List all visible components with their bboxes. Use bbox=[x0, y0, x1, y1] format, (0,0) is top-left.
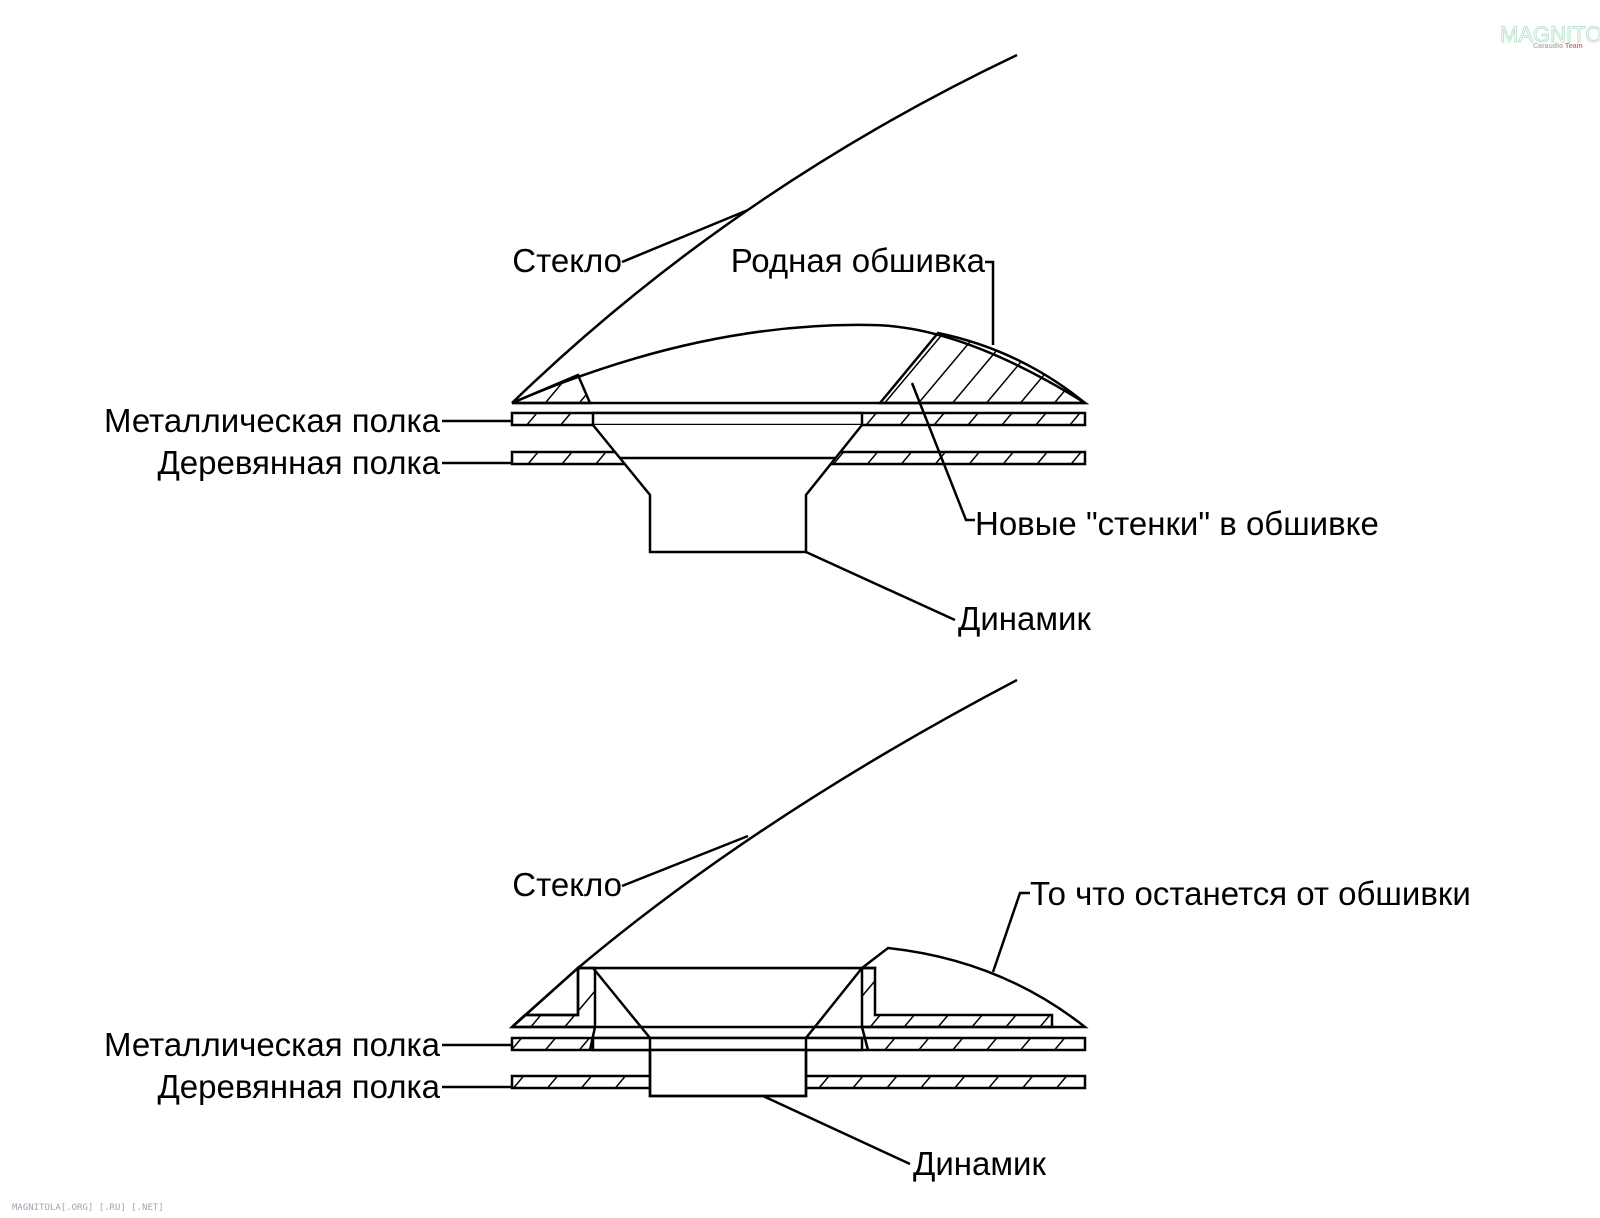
label-wood-shelf: Деревянная полка bbox=[157, 1068, 440, 1105]
watermark-logo: MAGNITOLA Caraudio Team bbox=[1500, 22, 1600, 51]
label-new-walls: Новые "стенки" в обшивке bbox=[975, 505, 1379, 542]
logo-sub2: Team bbox=[1565, 43, 1583, 50]
trim-hatched-right bbox=[877, 331, 1089, 405]
bottom-diagram: Стекло То что останется от обшивки Метал… bbox=[104, 678, 1471, 1182]
remaining-trim-outline bbox=[512, 946, 1089, 1029]
speaker-body bbox=[592, 967, 863, 1098]
logo-text: MAGNITOLA bbox=[1500, 22, 1600, 47]
label-speaker: Динамик bbox=[913, 1145, 1046, 1182]
label-wood-shelf: Деревянная полка bbox=[157, 444, 440, 481]
trim-right bbox=[860, 966, 1054, 1029]
label-metal-shelf: Металлическая полка bbox=[104, 402, 441, 439]
label-remaining-trim: То что останется от обшивки bbox=[1030, 875, 1471, 912]
label-glass: Стекло bbox=[512, 242, 622, 279]
label-metal-shelf: Металлическая полка bbox=[104, 1026, 441, 1063]
glass-line bbox=[577, 678, 1018, 969]
label-native-trim: Родная обшивка bbox=[731, 242, 986, 279]
label-speaker: Динамик bbox=[958, 600, 1091, 637]
native-trim-outline bbox=[511, 323, 1090, 405]
top-diagram: Стекло Родная обшивка Металлическая полк… bbox=[104, 53, 1379, 637]
label-glass: Стекло bbox=[512, 866, 622, 903]
speaker-body bbox=[592, 424, 863, 554]
footer-watermark: MAGNITOLA[.ORG] [.RU] [.NET] bbox=[12, 1203, 164, 1213]
metal-shelf-opening bbox=[591, 411, 864, 427]
logo-sub1: Caraudio bbox=[1533, 43, 1563, 50]
